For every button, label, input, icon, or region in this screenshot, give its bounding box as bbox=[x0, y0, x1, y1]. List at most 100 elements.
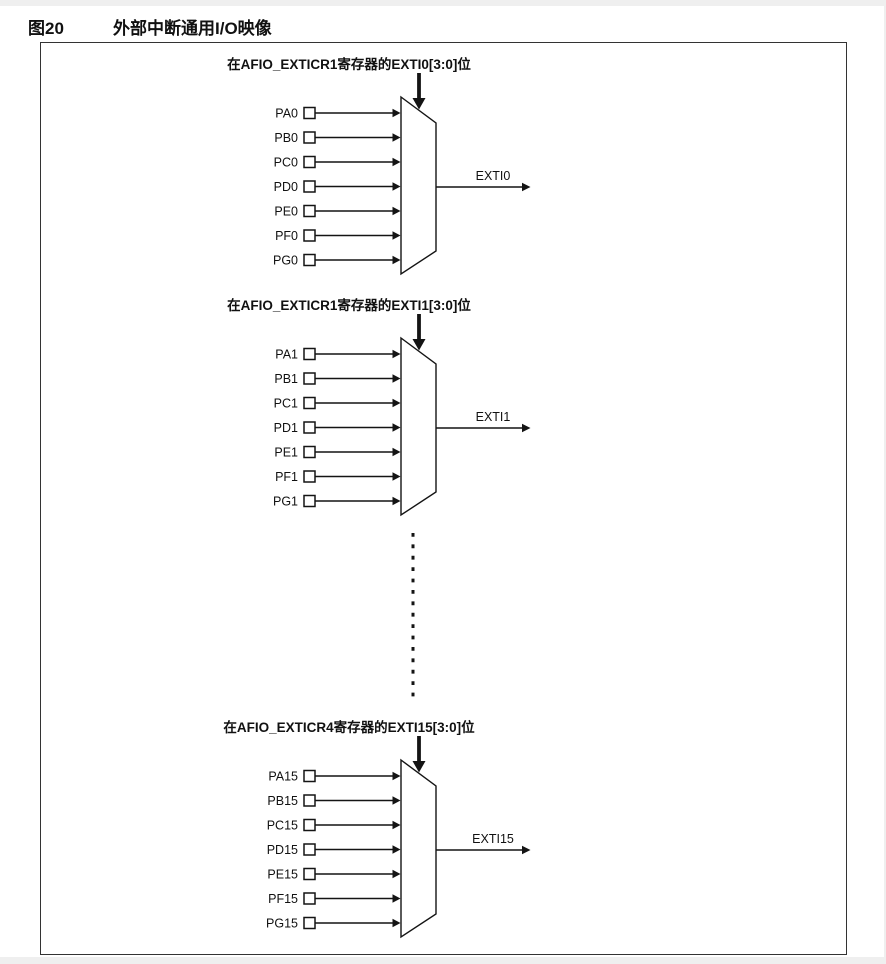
input-pin-pg1: PG1 bbox=[273, 495, 401, 509]
pin-box bbox=[303, 421, 316, 434]
input-arrow-head bbox=[392, 206, 401, 216]
input-pin-pb1: PB1 bbox=[274, 372, 401, 386]
input-pin-label: PA0 bbox=[275, 107, 298, 121]
output-label: EXTI0 bbox=[476, 169, 511, 183]
input-arrow-head bbox=[392, 845, 401, 854]
pin-box bbox=[303, 372, 316, 385]
input-pin-pg0: PG0 bbox=[273, 254, 401, 268]
input-pin-label: PE1 bbox=[274, 446, 298, 460]
pin-box bbox=[303, 155, 316, 169]
input-pin-label: PD15 bbox=[267, 843, 298, 857]
figure-number: 图20 bbox=[28, 19, 64, 38]
figure-caption: 图20 外部中断通用I/O映像 bbox=[28, 14, 272, 39]
document-page: 图20 外部中断通用I/O映像 在AFIO_EXTICR1寄存器的EXTI0[3:… bbox=[0, 6, 884, 957]
input-arrow-head bbox=[392, 398, 401, 408]
pin-box bbox=[303, 204, 316, 218]
mux-section-exti1: 在AFIO_EXTICR1寄存器的EXTI1[3:0]位 PA1PB1PC1PD1… bbox=[227, 297, 531, 517]
input-arrow-head bbox=[392, 894, 401, 903]
input-pin-label: PD1 bbox=[274, 421, 298, 435]
input-pin-pb15: PB15 bbox=[267, 794, 401, 808]
input-pin-label: PE0 bbox=[274, 205, 298, 219]
pin-box bbox=[303, 843, 316, 856]
input-pin-pa0: PA0 bbox=[275, 106, 401, 121]
output-exti0: EXTI0 bbox=[436, 169, 531, 192]
input-pin-pe1: PE1 bbox=[274, 445, 401, 460]
select-arrow-head bbox=[412, 761, 426, 773]
input-pin-label: PD0 bbox=[274, 180, 298, 194]
input-pin-pc0: PC0 bbox=[274, 156, 401, 170]
pin-box bbox=[303, 818, 316, 832]
register-select-label: 在AFIO_EXTICR4寄存器的EXTI15[3:0]位 bbox=[223, 719, 475, 735]
figure-title: 外部中断通用I/O映像 bbox=[113, 19, 272, 38]
mux-section-exti15: 在AFIO_EXTICR4寄存器的EXTI15[3:0]位 PA15PB15PC1… bbox=[223, 719, 531, 939]
input-pin-label: PE15 bbox=[267, 868, 298, 882]
pin-box bbox=[303, 131, 316, 144]
input-pin-pd0: PD0 bbox=[274, 180, 401, 194]
output-arrow-head bbox=[522, 182, 531, 192]
input-arrow-head bbox=[392, 771, 401, 781]
pin-box bbox=[303, 253, 316, 267]
mux-shape bbox=[400, 95, 437, 276]
input-arrow-head bbox=[392, 796, 401, 805]
input-pin-pa15: PA15 bbox=[268, 769, 401, 784]
input-arrow-head bbox=[392, 255, 401, 265]
pin-box bbox=[303, 470, 316, 483]
input-pin-label: PC0 bbox=[274, 156, 298, 170]
output-arrow-head bbox=[522, 845, 531, 855]
input-arrow-head bbox=[392, 447, 401, 457]
pin-box bbox=[303, 180, 316, 193]
pin-box bbox=[303, 229, 316, 242]
input-arrow-head bbox=[392, 423, 401, 432]
input-arrow-head bbox=[392, 182, 401, 191]
input-pin-pf15: PF15 bbox=[268, 892, 401, 906]
mux-shape bbox=[400, 758, 437, 939]
pin-box bbox=[303, 867, 316, 881]
exti-gpio-mapping-diagram: 在AFIO_EXTICR1寄存器的EXTI0[3:0]位 PA0PB0PC0PD0… bbox=[223, 56, 531, 939]
pin-box bbox=[303, 396, 316, 410]
input-pin-pe0: PE0 bbox=[274, 204, 401, 219]
pin-box bbox=[303, 494, 316, 508]
output-exti1: EXTI1 bbox=[436, 410, 531, 433]
output-exti15: EXTI15 bbox=[436, 832, 531, 855]
pin-box bbox=[303, 892, 316, 905]
input-pin-label: PF0 bbox=[275, 229, 298, 243]
pin-box bbox=[303, 106, 316, 120]
input-pin-label: PC15 bbox=[267, 819, 298, 833]
pin-box bbox=[303, 347, 316, 361]
register-select-label: 在AFIO_EXTICR1寄存器的EXTI0[3:0]位 bbox=[227, 56, 471, 72]
input-pin-pd1: PD1 bbox=[274, 421, 401, 435]
input-pin-label: PG15 bbox=[266, 917, 298, 931]
output-label: EXTI15 bbox=[472, 832, 514, 846]
input-arrow-head bbox=[392, 133, 401, 142]
input-arrow-head bbox=[392, 231, 401, 240]
input-pin-pf1: PF1 bbox=[275, 470, 401, 484]
select-arrow-head bbox=[412, 339, 426, 351]
input-arrow-head bbox=[392, 349, 401, 359]
input-pin-pc15: PC15 bbox=[267, 819, 401, 833]
input-arrow-head bbox=[392, 472, 401, 481]
input-pin-pg15: PG15 bbox=[266, 916, 401, 931]
input-arrow-head bbox=[392, 157, 401, 167]
register-select-label: 在AFIO_EXTICR1寄存器的EXTI1[3:0]位 bbox=[227, 297, 471, 313]
input-pin-label: PB0 bbox=[274, 131, 298, 145]
input-pin-label: PB15 bbox=[267, 794, 298, 808]
mux-shape bbox=[400, 336, 437, 517]
input-pin-label: PB1 bbox=[274, 372, 298, 386]
input-arrow-head bbox=[392, 918, 401, 928]
input-arrow-head bbox=[392, 374, 401, 383]
input-arrow-head bbox=[392, 820, 401, 830]
output-label: EXTI1 bbox=[476, 410, 511, 424]
input-pin-pf0: PF0 bbox=[275, 229, 401, 243]
input-pin-pd15: PD15 bbox=[267, 843, 401, 857]
input-arrow-head bbox=[392, 496, 401, 506]
select-arrow-head bbox=[412, 98, 426, 110]
input-pin-label: PF15 bbox=[268, 892, 298, 906]
pin-box bbox=[303, 769, 316, 783]
input-pin-label: PA1 bbox=[275, 348, 298, 362]
pin-box bbox=[303, 916, 316, 930]
input-arrow-head bbox=[392, 869, 401, 879]
pin-box bbox=[303, 445, 316, 459]
input-pin-label: PG0 bbox=[273, 254, 298, 268]
pin-box bbox=[303, 794, 316, 807]
input-pin-pc1: PC1 bbox=[274, 397, 401, 411]
